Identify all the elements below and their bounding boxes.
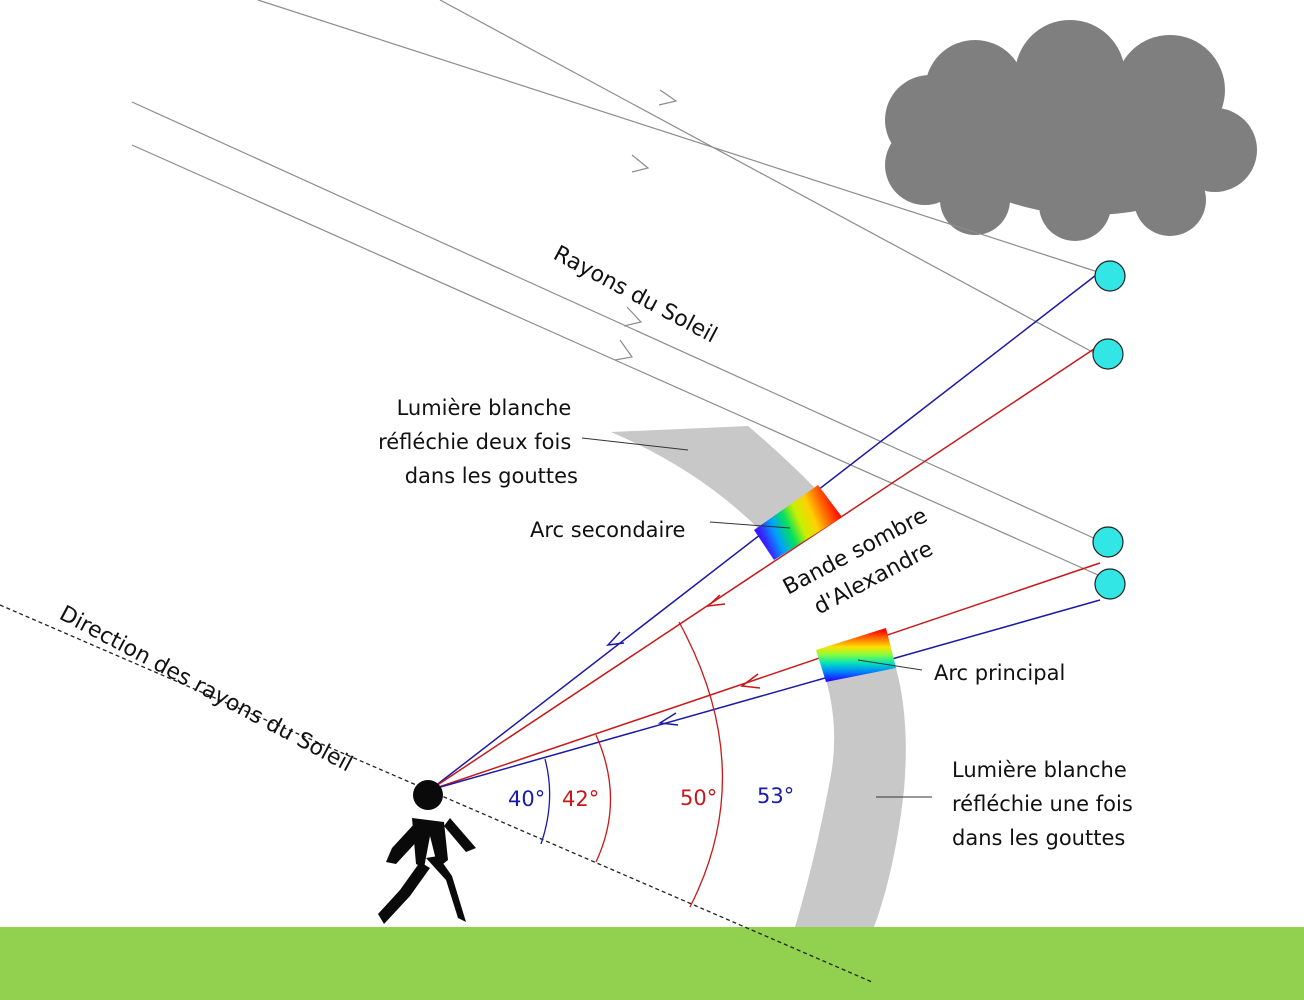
primary-arc-label: Arc principal bbox=[934, 661, 1065, 685]
sun-rays bbox=[131, 0, 1099, 576]
raindrop-icon bbox=[1094, 568, 1126, 600]
ray-arrow bbox=[614, 339, 634, 361]
arc-42 bbox=[595, 734, 612, 863]
sun-direction-line bbox=[0, 604, 873, 983]
ray-arrow bbox=[657, 712, 679, 726]
white-once-label: Lumière blanche réfléchie une fois dans … bbox=[952, 758, 1139, 850]
red-ray-42 bbox=[429, 562, 1101, 791]
arc-50 bbox=[678, 621, 724, 908]
white-light-once-band bbox=[795, 668, 906, 927]
red-ray-50 bbox=[429, 344, 1101, 791]
angle-40-label: 40° bbox=[508, 787, 545, 811]
blue-ray-40 bbox=[429, 599, 1101, 791]
secondary-arc-label: Arc secondaire bbox=[530, 518, 685, 542]
ray-arrow bbox=[631, 154, 650, 173]
sun-ray-1 bbox=[257, 0, 1099, 273]
ray-arrow bbox=[705, 594, 726, 608]
sun-direction-label: Direction des rayons du Soleil bbox=[55, 601, 356, 777]
angle-arcs bbox=[540, 621, 724, 908]
ray-arrow bbox=[740, 673, 761, 689]
sun-ray-2 bbox=[439, 0, 1099, 356]
primary-rainbow-band bbox=[816, 628, 896, 682]
sun-ray-3 bbox=[131, 101, 1099, 541]
cloud-icon bbox=[885, 20, 1257, 241]
sun-rays-label: Rayons du Soleil bbox=[549, 241, 721, 348]
angle-42-label: 42° bbox=[562, 787, 599, 811]
white-twice-label: Lumière blanche réfléchie deux fois dans… bbox=[378, 396, 578, 488]
leader-lines bbox=[581, 437, 932, 798]
angle-50-label: 50° bbox=[680, 786, 717, 810]
ray-arrow bbox=[623, 306, 643, 327]
secondary-rainbow-band bbox=[754, 485, 842, 560]
ray-arrow bbox=[606, 631, 625, 646]
raindrops bbox=[1092, 260, 1126, 600]
raindrop-icon bbox=[1094, 260, 1126, 292]
ground bbox=[0, 927, 1304, 1000]
white-light-twice-band bbox=[611, 426, 842, 532]
angle-53-label: 53° bbox=[757, 784, 794, 808]
raindrop-icon bbox=[1092, 526, 1124, 558]
walking-person-icon bbox=[378, 780, 476, 924]
ray-arrow bbox=[658, 89, 678, 106]
arc-40 bbox=[540, 758, 551, 845]
raindrop-icon bbox=[1092, 338, 1124, 370]
